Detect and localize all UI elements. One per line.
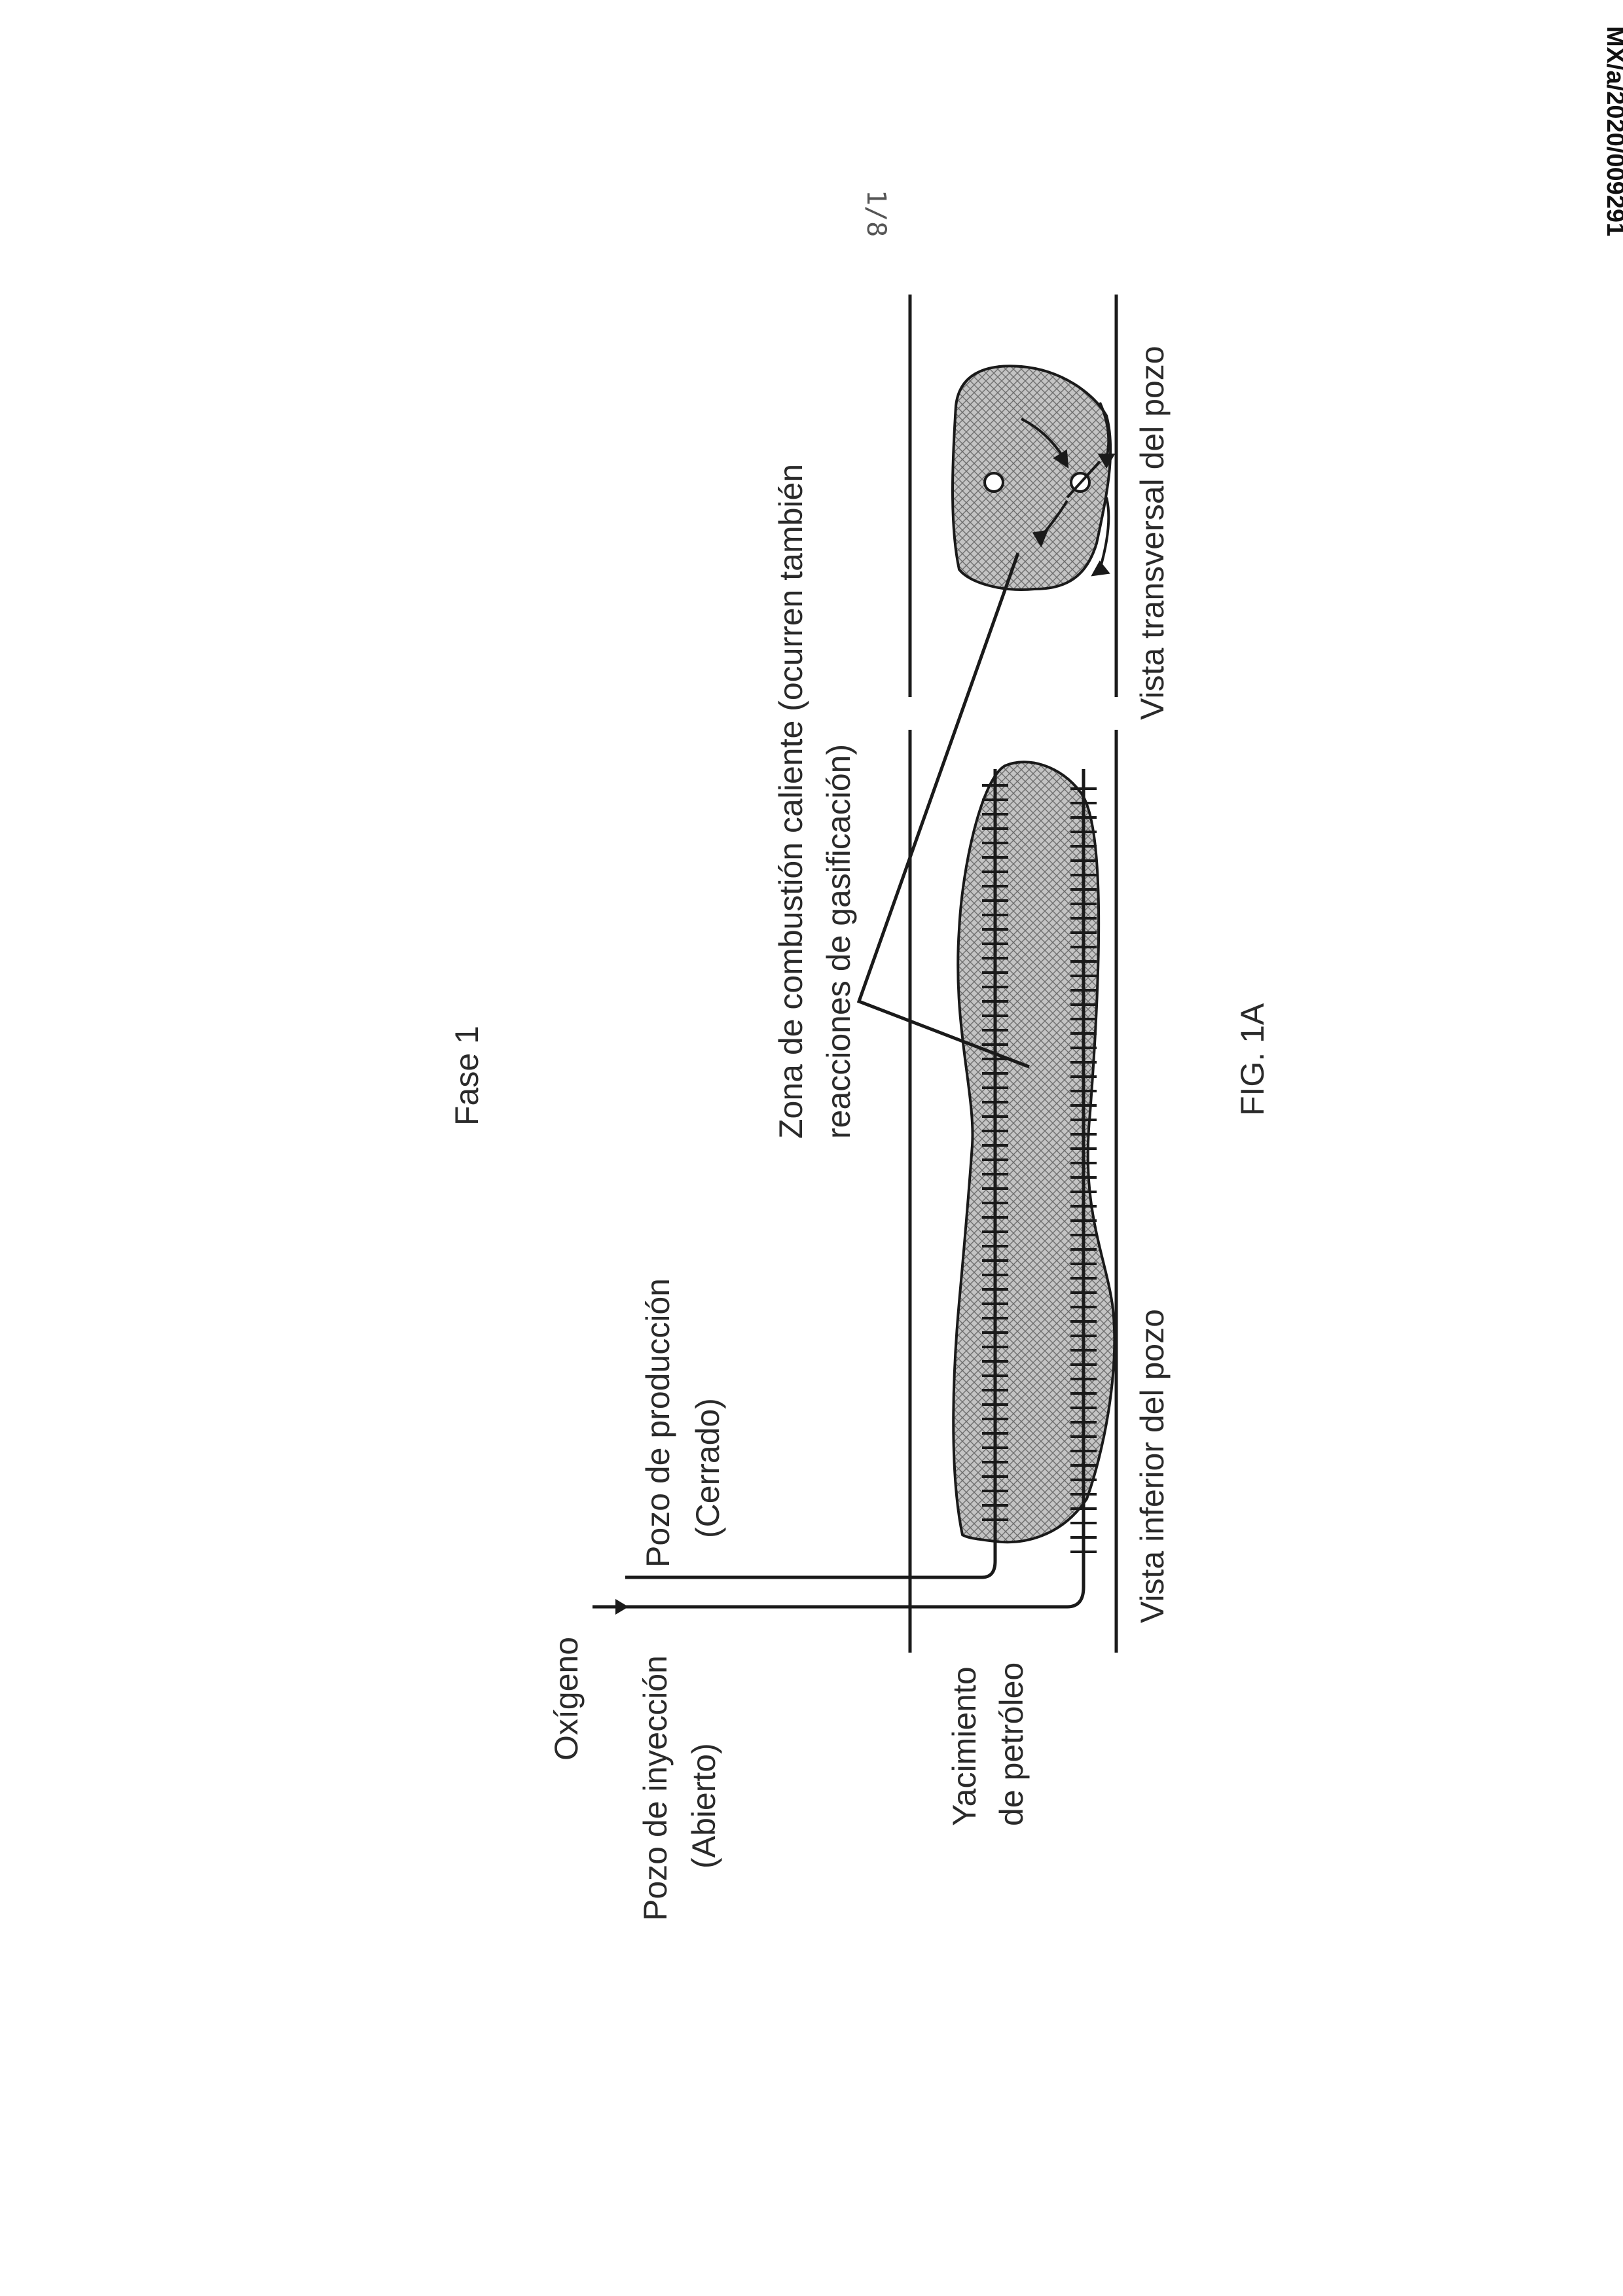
reservoir-label-line2: de petróleo (993, 1662, 1030, 1826)
cross-section-view-label: Vista transversal del pozo (1134, 346, 1171, 720)
combustion-zone-label-line1: Zona de combustión caliente (ocurren tam… (773, 464, 809, 1139)
figure-caption: FIG. 1A (1234, 1003, 1271, 1116)
production-well-label-line2: (Cerrado) (689, 1398, 726, 1538)
combustion-zone-bottom-view (953, 762, 1114, 1542)
production-well-label-line1: Pozo de producción (640, 1278, 676, 1568)
production-well-pipe (625, 769, 995, 1577)
oxygen-label: Oxígeno (548, 1637, 585, 1761)
oxygen-arrow-icon (593, 1599, 629, 1615)
injection-well-label-line2: (Abierto) (685, 1743, 722, 1869)
reservoir-label-line1: Yacimiento (946, 1666, 983, 1826)
page-indicator: 1/8 (861, 190, 891, 237)
publication-number: MX/a/2020/009291 (1601, 26, 1623, 236)
phase-title: Fase 1 (448, 1026, 485, 1126)
injection-well-label-line1: Pozo de inyección (637, 1655, 674, 1921)
combustion-zone-label-line2: reacciones de gasificación) (820, 744, 857, 1139)
production-well-cross-section-icon (985, 473, 1003, 492)
bottom-view-label: Vista inferior del pozo (1134, 1309, 1171, 1623)
